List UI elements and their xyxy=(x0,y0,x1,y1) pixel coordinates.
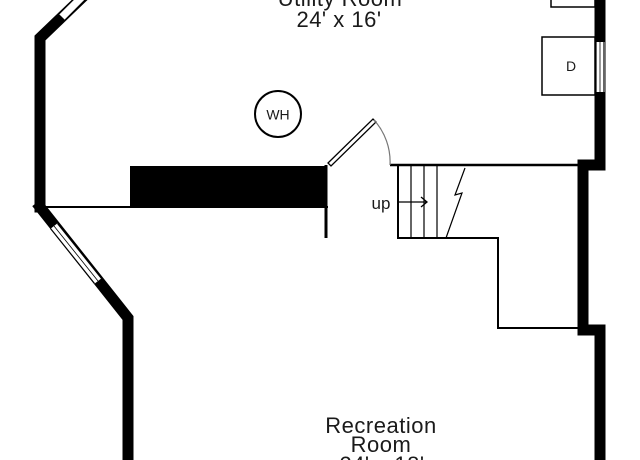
utility-room-name: Utility Room xyxy=(278,0,403,11)
water-heater-circle xyxy=(254,90,302,138)
exterior-walls xyxy=(32,0,606,460)
dryer: D xyxy=(541,36,596,96)
staircase xyxy=(397,165,583,329)
recreation-room-dimensions: 24' x 18' xyxy=(339,452,424,460)
dryer-box xyxy=(541,36,596,96)
recreation-room-name-line2: Room xyxy=(351,432,412,457)
wall-right-lower xyxy=(577,159,606,460)
window-upper-left xyxy=(58,0,86,21)
utility-room-dimensions: 24' x 16' xyxy=(296,7,381,32)
water-heater-label: WH xyxy=(266,107,289,123)
stairs-direction-label: up xyxy=(372,194,391,213)
dryer-label: D xyxy=(566,58,576,74)
window-lower-left xyxy=(50,223,102,284)
recreation-room-name-line1: Recreation xyxy=(325,413,436,438)
structural-block xyxy=(130,166,326,207)
wall-lower-left xyxy=(32,199,134,460)
stair-break xyxy=(445,167,466,239)
water-heater: WH xyxy=(254,90,302,138)
door-swing-arc xyxy=(373,119,391,166)
stair-outline xyxy=(397,165,583,329)
stair-arrow xyxy=(398,196,429,208)
washer-box xyxy=(550,0,596,8)
window-right xyxy=(595,42,605,92)
wall-upper-left xyxy=(34,0,88,213)
door-leaf xyxy=(327,118,377,167)
door xyxy=(327,118,391,167)
